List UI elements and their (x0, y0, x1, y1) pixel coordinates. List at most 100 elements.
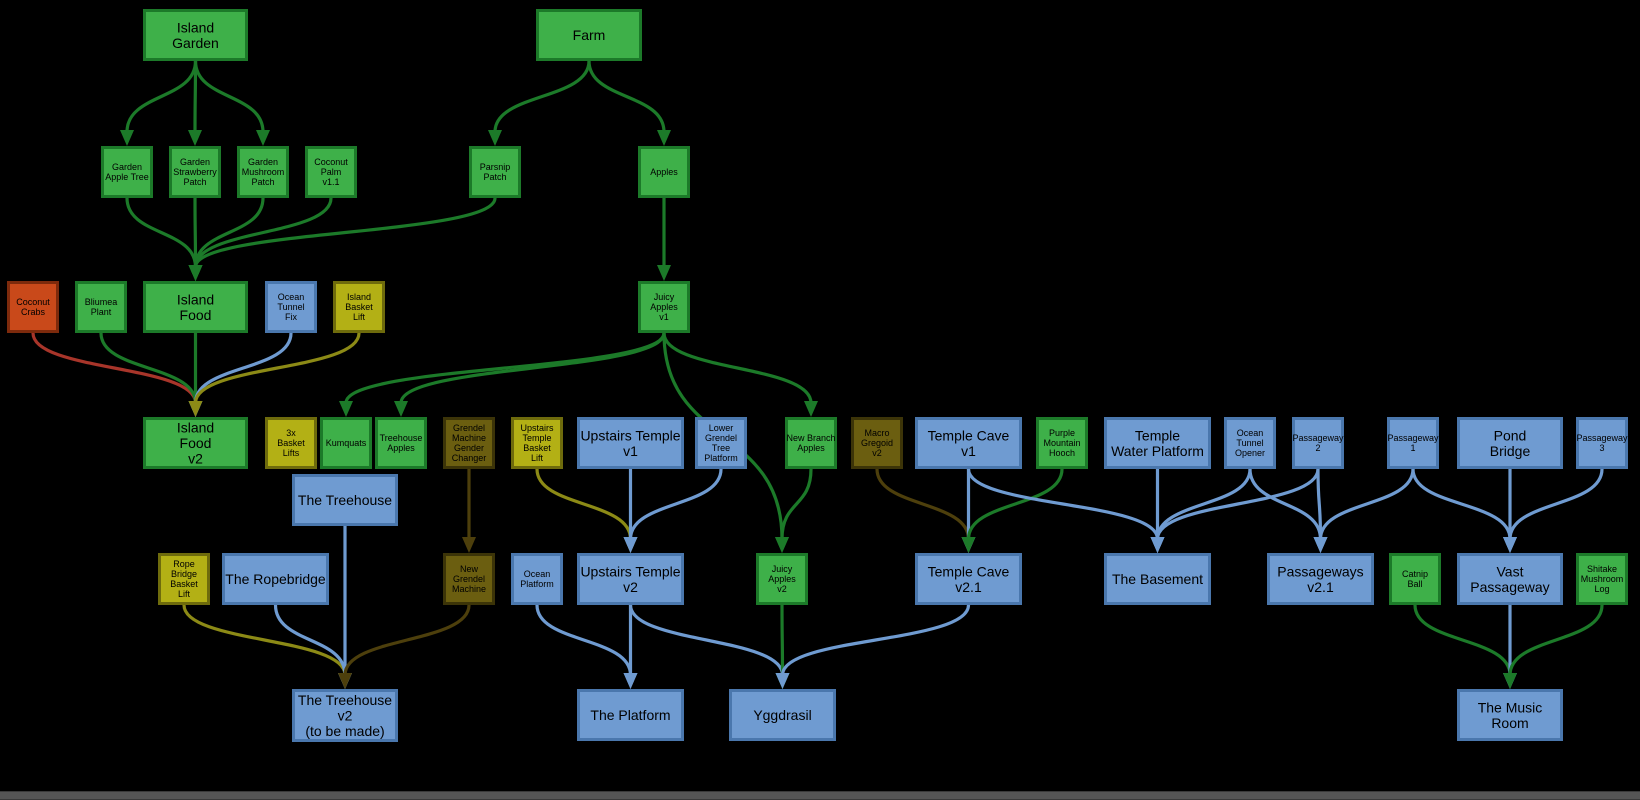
node-label: The Basement (1112, 571, 1203, 587)
edge-coconut_crabs-to-island_food_v2 (31, 332, 203, 417)
edge-lower_grendel-to-upstairs_v2 (623, 468, 723, 553)
edge-passageway1-to-vast_passageway (1411, 468, 1517, 553)
node-basement[interactable]: The Basement (1104, 553, 1211, 605)
edge-temple_cave_v21-to-yggdrasil (775, 604, 971, 689)
node-yggdrasil[interactable]: Yggdrasil (729, 689, 836, 741)
edge-farm-to-parsnip (488, 60, 591, 146)
edge-upstairs_basket-to-upstairs_v2 (535, 468, 638, 553)
edge-upstairs_v2-to-platform (623, 605, 638, 689)
edge-island_garden-to-garden_straw (188, 60, 202, 146)
node-treehouse[interactable]: The Treehouse (292, 474, 398, 526)
node-ropebridge[interactable]: The Ropebridge (222, 553, 329, 605)
node-label: Yggdrasil (753, 707, 811, 723)
node-label: Kumquats (326, 438, 367, 448)
edge-island_garden-to-garden_apple (120, 60, 198, 146)
node-kumquats[interactable]: Kumquats (320, 417, 372, 469)
node-label: Farm (573, 27, 606, 43)
edge-shitake-to-music_room (1503, 604, 1604, 689)
edge-juicy_v1-to-kumquats (339, 332, 666, 417)
node-label: The Platform (590, 707, 670, 723)
node-platform[interactable]: The Platform (577, 689, 684, 741)
edge-grendel_gender-to-new_grendel (462, 469, 476, 553)
edge-apples-to-juicy_v1 (657, 198, 671, 281)
node-apples[interactable]: Apples (638, 146, 690, 198)
edge-passageway1-to-passageways_v21 (1313, 468, 1415, 553)
horizontal-scrollbar[interactable] (0, 791, 1640, 800)
node-label: The Treehouse (298, 492, 392, 508)
edge-juicy_v1-to-new_branch (662, 332, 818, 417)
node-farm[interactable]: Farm (536, 9, 642, 61)
scrollbar-thumb[interactable] (0, 792, 1640, 799)
edge-new_branch-to-juicy_v2 (775, 468, 813, 553)
